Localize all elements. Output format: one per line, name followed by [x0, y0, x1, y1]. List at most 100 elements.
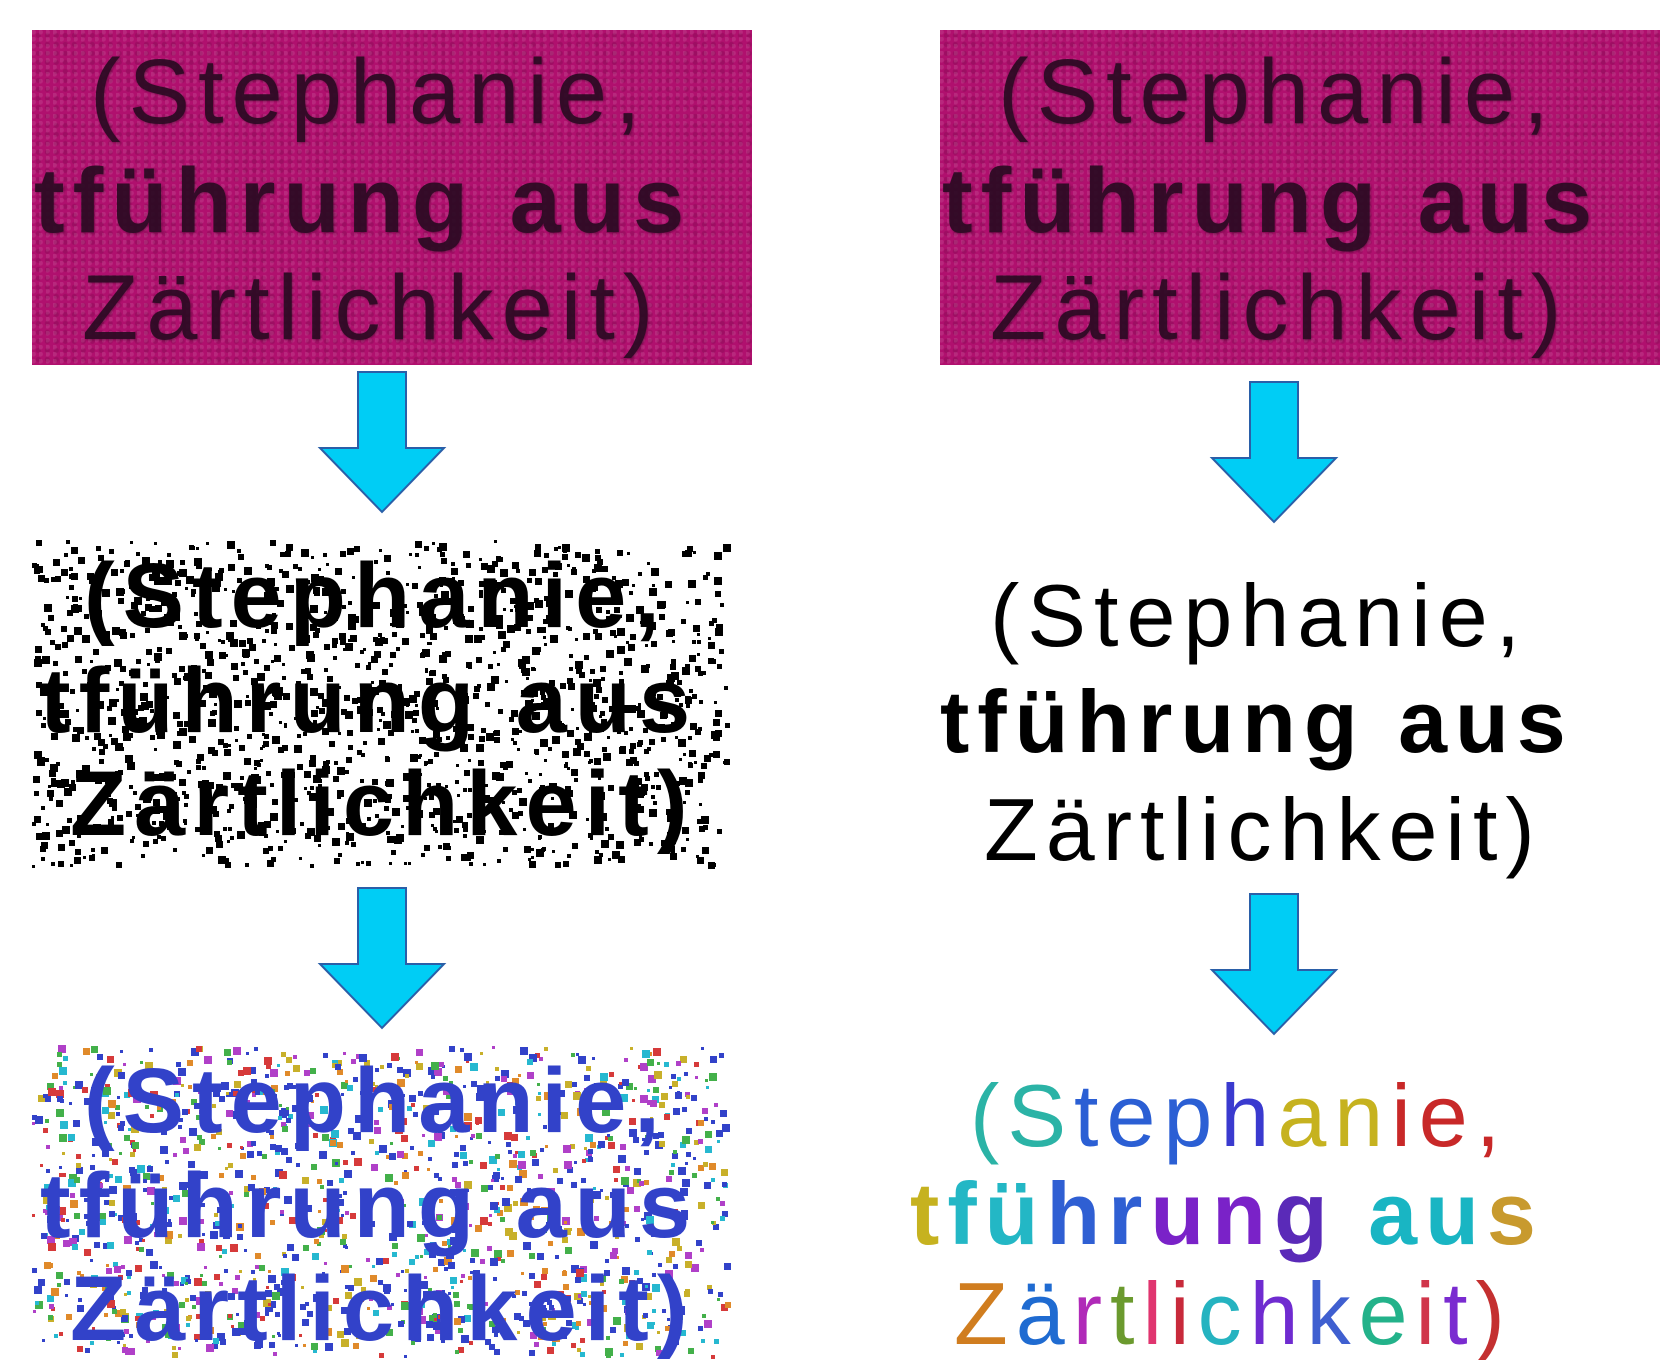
noise-speck [59, 1086, 63, 1090]
noise-speck [49, 797, 53, 801]
noise-speck [483, 863, 486, 866]
noise-speck [46, 1145, 50, 1149]
noise-speck [563, 861, 569, 867]
noise-speck [299, 857, 302, 860]
text-line-1: (Stephanie, [90, 46, 752, 138]
glyph-component: a [1277, 1070, 1334, 1165]
noise-speck [57, 1283, 61, 1287]
noise-speck [56, 1109, 64, 1117]
noise-speck [53, 559, 60, 566]
noise-speck [56, 762, 60, 766]
text-line-2: tführung aus [40, 1160, 732, 1252]
noise-speck [55, 576, 61, 582]
glyph-component: c [1198, 1264, 1250, 1360]
colored-components-text: (Stephanie, tführung aus Zärtlichkeit) [910, 1070, 1660, 1360]
noise-speck [79, 597, 82, 600]
glyph-component: p [1163, 1070, 1220, 1165]
glyph-component: i [1170, 1264, 1198, 1360]
noise-speck [58, 1045, 66, 1053]
noise-speck [75, 1081, 83, 1089]
noise-speck [48, 1088, 56, 1096]
noise-speck [51, 862, 55, 866]
connected-components-noisy: (Stephanie, tführung aus Zärtlichkeit) [32, 1045, 732, 1360]
noise-speck [225, 858, 229, 862]
noise-speck [57, 1062, 62, 1067]
noise-speck [528, 858, 531, 861]
noise-speck [697, 857, 704, 864]
noise-speck [719, 649, 724, 654]
glyph-component: g [1274, 1164, 1336, 1263]
noise-speck [38, 1279, 45, 1286]
noise-speck [711, 1355, 715, 1359]
noise-speck [69, 1102, 72, 1105]
glyph-component: ä [1016, 1264, 1073, 1360]
noise-speck [59, 1067, 67, 1075]
noise-speck [69, 585, 74, 590]
noise-speck [529, 861, 536, 868]
noise-speck [33, 1310, 36, 1313]
noise-speck [46, 823, 49, 826]
noise-speck [43, 1095, 46, 1098]
noise-speck [44, 835, 47, 838]
glyph-component: , [1476, 1070, 1508, 1165]
noise-speck [310, 864, 314, 868]
glyph-component: u [1425, 1164, 1487, 1263]
noise-speck [594, 856, 602, 864]
noise-speck [64, 553, 68, 557]
glyph-component: k [1307, 1264, 1359, 1360]
text-line-2: tführung aus [40, 655, 732, 747]
noise-speck [673, 1150, 677, 1154]
noise-speck [366, 861, 371, 866]
noise-speck [61, 569, 68, 576]
glyph-component: t [1110, 1264, 1142, 1360]
noise-speck [34, 816, 41, 823]
noise-speck [62, 642, 68, 648]
noise-speck [66, 596, 69, 599]
noise-speck [32, 865, 35, 868]
noise-speck [41, 806, 45, 810]
noise-speck [38, 757, 45, 764]
noise-speck [83, 856, 86, 859]
noise-speck [56, 1272, 63, 1279]
noise-speck [555, 862, 561, 868]
glyph-component: h [1250, 1264, 1307, 1360]
noise-speck [50, 640, 55, 645]
glyph-component: s [1487, 1164, 1544, 1263]
noise-speck [334, 858, 340, 864]
noise-speck [32, 1214, 35, 1217]
noise-speck [51, 1288, 59, 1296]
noise-speck [408, 862, 411, 865]
glyph-component: n [1212, 1164, 1274, 1263]
noise-speck [57, 1052, 62, 1057]
text-line-3: Zärtlichkeit) [990, 262, 1660, 354]
noise-speck [70, 864, 73, 867]
glyph-component: t [1074, 1070, 1106, 1165]
glyph-component: e [1106, 1070, 1163, 1165]
noise-speck [61, 626, 67, 632]
noise-speck [41, 857, 45, 861]
text-line-3: Zärtlichkeit) [82, 262, 752, 354]
noise-speck [44, 604, 52, 612]
noise-speck [57, 1096, 63, 1102]
noise-speck [65, 1294, 68, 1297]
noise-speck [68, 1134, 75, 1141]
noise-speck [43, 1128, 48, 1133]
glyph-component: ) [1476, 1264, 1513, 1360]
glyph-component: t [910, 1164, 947, 1263]
noise-speck [469, 862, 473, 866]
noise-speck [130, 541, 133, 544]
glyph-component: u [1150, 1164, 1212, 1263]
noise-speck [32, 1122, 35, 1125]
noise-speck [48, 785, 51, 788]
noise-speck [49, 1304, 54, 1309]
glyph-component: f [947, 1164, 984, 1263]
down-arrow-icon [1208, 892, 1340, 1037]
glyph-component [1336, 1164, 1368, 1263]
noise-speck [492, 1046, 495, 1049]
noise-speck [361, 861, 364, 864]
noise-speck [36, 540, 42, 546]
glyph-component: i [1391, 1070, 1419, 1165]
noise-speck [618, 856, 625, 863]
glyph-component: t [1443, 1264, 1475, 1360]
down-arrow-icon [1208, 380, 1340, 525]
